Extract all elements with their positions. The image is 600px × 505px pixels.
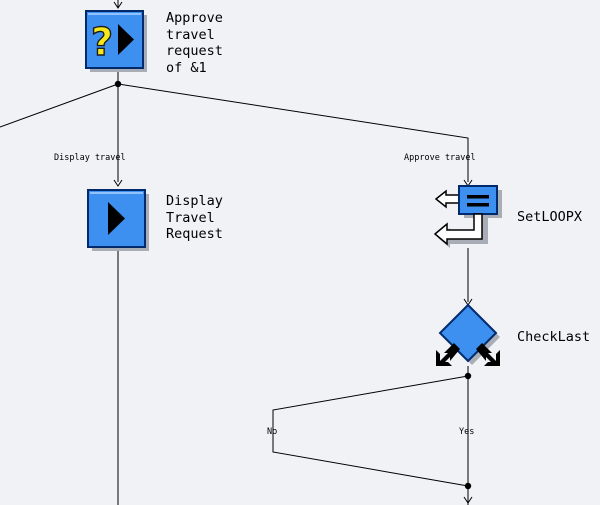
edge-label-approve-travel: Approve travel: [404, 153, 476, 163]
junction-dot: [464, 372, 472, 380]
svg-text:?: ?: [91, 20, 113, 64]
approve-branch-line: [117, 83, 469, 182]
arrowhead: [113, 1, 123, 9]
no-branch-line: [272, 375, 469, 487]
edge-label-display-travel: Display travel: [54, 153, 126, 163]
approve-node-label: Approve travel request of &1: [166, 10, 223, 76]
assignment-icon[interactable]: [433, 182, 504, 248]
display-node-label: Display Travel Request: [166, 193, 223, 242]
connectors: [0, 0, 469, 505]
left-branch-line: [0, 83, 119, 128]
arrowheads: [113, 1, 473, 504]
condition-diamond-icon[interactable]: [434, 303, 502, 369]
junction-dot: [114, 80, 122, 88]
arrowhead: [113, 179, 123, 187]
edge-label-yes: Yes: [459, 427, 475, 437]
setloop-node-label: SetLOOPX: [517, 209, 583, 225]
checklast-node-label: CheckLast: [517, 329, 591, 345]
play-icon[interactable]: [87, 189, 151, 253]
arrowhead: [463, 496, 473, 504]
junctions: [114, 80, 472, 490]
junction-dot: [464, 482, 472, 490]
question-play-icon[interactable]: ?: [85, 10, 149, 74]
edge-label-no: No: [267, 427, 278, 437]
